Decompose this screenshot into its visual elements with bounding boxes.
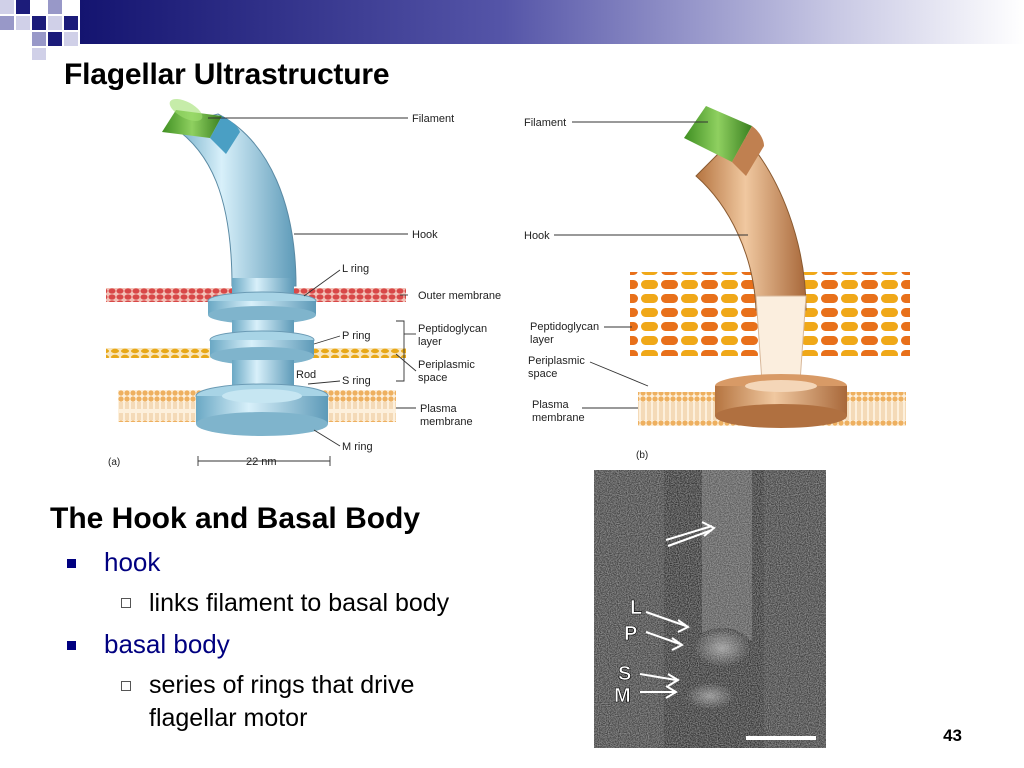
label-plasma-b-2: membrane [532,412,585,424]
label-peptidoglycan-b-2: layer [530,334,554,346]
panel-a-label: (a) [108,457,120,468]
header-decoration [0,0,1024,60]
label-outer-membrane: Outer membrane [418,290,501,302]
sub-bullet-basal-desc-2: flagellar motor [149,704,308,732]
sub-bullet-hook-desc: links filament to basal body [149,589,450,617]
bullet-hook: hook [104,547,161,577]
page-number: 43 [943,726,962,745]
sub-bullet-marker [121,598,131,608]
electron-micrograph: L P S M [594,470,826,748]
slide-title: Flagellar Ultrastructure [64,58,390,91]
diagram-b: Filament Hook Peptidoglycan layer Peripl… [524,106,910,461]
label-peptidoglycan-a-1: Peptidoglycan [418,323,487,335]
panel-b-label: (b) [636,450,648,461]
bullet-marker [67,641,76,650]
label-m-ring: M ring [342,441,373,453]
label-p-ring: P ring [342,330,371,342]
section-heading: The Hook and Basal Body [50,502,421,535]
label-plasma-a-2: membrane [420,416,473,428]
bullet-marker [67,559,76,568]
micrograph-label-p: P [624,623,637,645]
label-l-ring: L ring [342,263,369,275]
micrograph-scale-bar [746,736,816,740]
label-peptidoglycan-a-2: layer [418,336,442,348]
label-filament-b: Filament [524,117,566,129]
label-periplasmic-b-1: Periplasmic [528,355,585,367]
scale-bar-label: 22 nm [246,456,277,468]
diagram-a: Filament Hook L ring Outer membrane P ri… [106,98,501,468]
label-periplasmic-a-1: Periplasmic [418,359,475,371]
label-peptidoglycan-b-1: Peptidoglycan [530,321,599,333]
label-plasma-b-1: Plasma [532,399,570,411]
label-periplasmic-b-2: space [528,368,557,380]
header-graphic [0,0,1024,60]
micrograph-label-m: M [614,685,631,707]
sub-bullet-basal-desc-1: series of rings that drive [149,671,415,699]
label-filament-a: Filament [412,113,454,125]
micrograph-label-s: S [618,663,631,685]
label-periplasmic-a-2: space [418,372,447,384]
sub-bullet-marker [121,681,131,691]
bullet-basal-body: basal body [104,629,230,659]
label-s-ring: S ring [342,375,371,387]
label-plasma-a-1: Plasma [420,403,458,415]
label-hook-a: Hook [412,229,438,241]
micrograph-label-l: L [630,597,642,619]
label-rod: Rod [296,369,316,381]
label-hook-b: Hook [524,230,550,242]
